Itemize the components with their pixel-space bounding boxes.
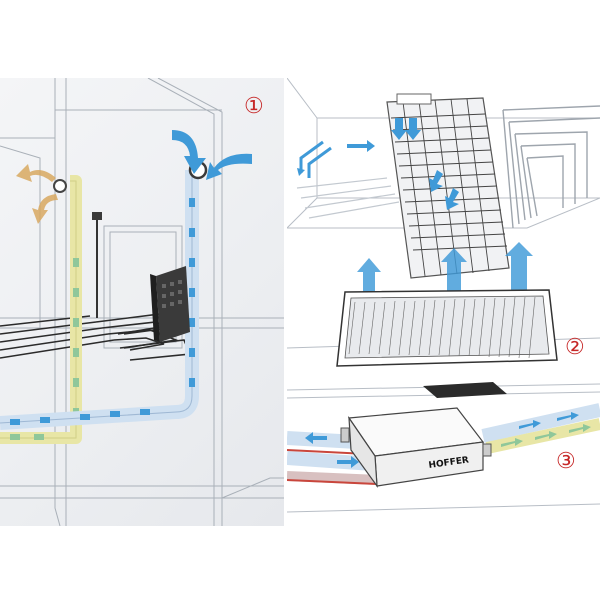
arrow-right-icon bbox=[535, 431, 557, 440]
supply-pipes bbox=[299, 140, 332, 178]
ceiling-control-box bbox=[396, 93, 432, 105]
arrow-down-icon bbox=[445, 188, 459, 210]
arrow-down-icon bbox=[32, 194, 58, 224]
air-vent-icon bbox=[336, 289, 558, 367]
control-panel-icon bbox=[150, 266, 190, 342]
intake-arrows bbox=[172, 130, 252, 180]
arrow-right-icon bbox=[501, 438, 523, 447]
right-ducts bbox=[481, 403, 600, 454]
fresh-air-duct bbox=[0, 160, 208, 430]
arrow-right-icon bbox=[557, 412, 579, 421]
arrow-right-icon bbox=[569, 424, 591, 433]
heat-exchanger-core bbox=[386, 93, 510, 279]
arrow-down-icon bbox=[172, 130, 206, 174]
fresh-air-flow-arrows bbox=[10, 198, 195, 425]
arrow-right-icon bbox=[337, 456, 359, 468]
panel-divider-vertical bbox=[284, 78, 287, 526]
arrow-up-icon bbox=[297, 168, 305, 176]
panel-ventilation-unit: HOFFER bbox=[287, 380, 600, 526]
arrow-down-icon bbox=[391, 118, 407, 140]
exhaust-arrows bbox=[16, 164, 58, 224]
diagonal-flow-arrows bbox=[297, 118, 459, 210]
exhaust-vent-icon bbox=[53, 179, 67, 193]
building-wireframe bbox=[0, 78, 284, 526]
heat-exchanger-unit-icon bbox=[340, 407, 492, 489]
wall-controller-icon bbox=[92, 212, 102, 318]
step-marker-2: ② bbox=[565, 335, 585, 360]
arrow-down-icon bbox=[429, 170, 443, 192]
arrow-down-icon bbox=[405, 118, 421, 140]
upper-unit-edge bbox=[423, 382, 507, 398]
arrow-left-icon bbox=[16, 164, 56, 182]
ventilation-unit-drawing: HOFFER bbox=[287, 382, 600, 513]
step-marker-1: ① bbox=[244, 94, 264, 119]
house-cutaway-drawing bbox=[0, 78, 284, 526]
arrow-right-icon bbox=[347, 140, 375, 152]
panel-ceiling-exchanger bbox=[287, 78, 600, 378]
panel-divider-horizontal bbox=[287, 378, 600, 380]
panel-house-cutaway bbox=[0, 78, 284, 526]
arrow-left-icon bbox=[305, 432, 327, 444]
ceiling-coil-left bbox=[296, 177, 400, 219]
ceiling-exchanger-drawing bbox=[287, 78, 600, 367]
arrow-right-icon bbox=[519, 420, 541, 429]
arrow-left-icon bbox=[206, 153, 252, 180]
ceiling-coil-right bbox=[502, 105, 600, 229]
step-marker-3: ③ bbox=[556, 449, 576, 474]
